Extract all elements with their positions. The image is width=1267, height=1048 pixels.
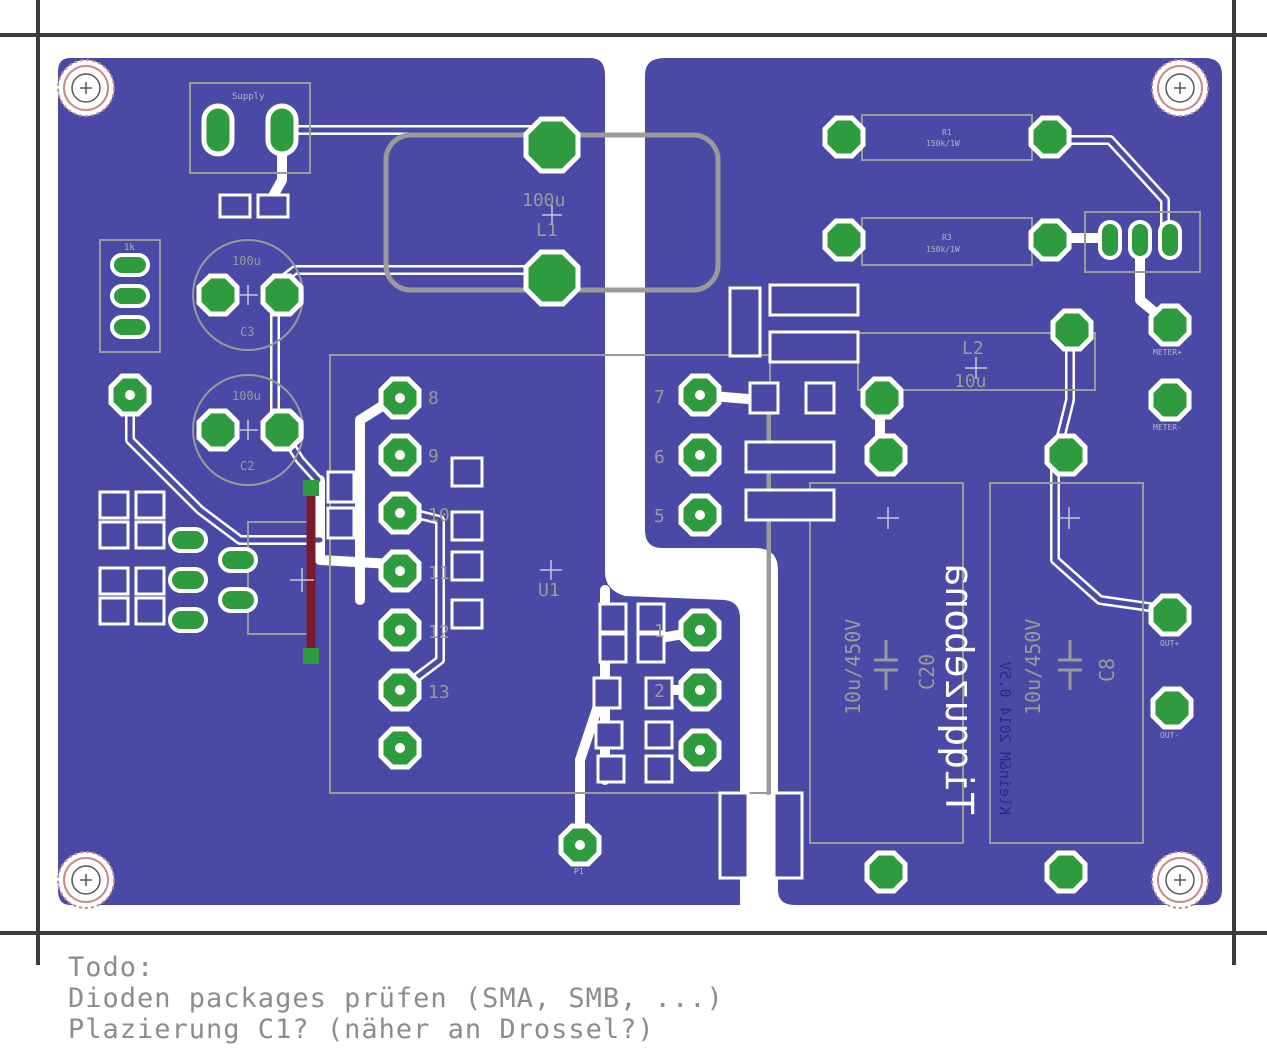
pin-label: 9: [428, 446, 439, 467]
label-out-minus: OUT-: [1160, 731, 1179, 740]
label-c2-name: C2: [240, 459, 254, 473]
pin-label: 5: [654, 506, 665, 527]
pad: [110, 315, 150, 339]
label-l1-name: L1: [536, 220, 558, 241]
label-r-1k: 1k: [124, 243, 135, 253]
pad: [1028, 115, 1072, 159]
pin-label: 10: [428, 505, 450, 526]
pad: [1028, 218, 1072, 262]
todo-line-2: Plazierung C1? (näher an Drossel?): [68, 1014, 655, 1045]
pad: [864, 433, 908, 477]
pad: [260, 408, 304, 452]
brand-small-label: Klein&M 2014 0.5V: [996, 661, 1014, 815]
pad: [110, 253, 150, 277]
pad: [1148, 593, 1192, 637]
label-c8-name: C8: [1095, 658, 1119, 682]
pad: [822, 115, 866, 159]
tht-pads: [110, 103, 1182, 633]
drill-holes: [125, 390, 705, 850]
pad: [1050, 308, 1094, 352]
pad: [864, 850, 908, 894]
label-c3-name: C3: [240, 325, 254, 339]
pad: [260, 273, 304, 317]
label-meter-plus: METER+: [1153, 348, 1182, 357]
label-r3-value: 150k/1W: [926, 245, 960, 254]
pad: [1044, 433, 1088, 477]
pad: [196, 408, 240, 452]
jumper-pad: [303, 648, 319, 664]
pad: [168, 567, 208, 593]
pad: [218, 547, 258, 573]
label-c3-value: 100u: [232, 254, 261, 268]
todo-line-1: Dioden packages prüfen (SMA, SMB, ...): [68, 983, 724, 1014]
pad: [168, 607, 208, 633]
label-c2-value: 100u: [232, 389, 261, 403]
pin-label: 7: [654, 387, 665, 408]
pad: [110, 284, 150, 308]
label-l2-value: 10u: [954, 371, 987, 392]
jumper-pad: [303, 480, 319, 496]
mounting-holes: [57, 59, 1209, 909]
mounting-hole: [57, 851, 115, 909]
mounting-hole: [1151, 851, 1209, 909]
label-p1: P1: [574, 867, 584, 876]
label-c8-value: 10u/450V: [1021, 619, 1045, 715]
copper-pour: [58, 58, 1222, 905]
pad: [523, 116, 581, 174]
pad: [1158, 220, 1182, 260]
mounting-hole: [57, 59, 115, 117]
smd-pads: [98, 193, 860, 880]
label-supply: Supply: [232, 92, 265, 102]
pin-label: 6: [654, 447, 665, 468]
pin-label: 11: [428, 563, 450, 584]
origin-marks: [238, 205, 1080, 592]
pad: [196, 273, 240, 317]
mounting-hole: [1151, 59, 1209, 117]
pin-label: 13: [428, 682, 450, 703]
pad: [1150, 686, 1194, 730]
todo-title: Todo:: [68, 952, 155, 983]
pad: [218, 587, 258, 613]
pad: [265, 103, 299, 157]
label-l1-value: 100u: [522, 190, 565, 211]
label-l2-name: L2: [962, 338, 984, 359]
label-u1: U1: [538, 580, 560, 601]
board-outline: [0, 0, 1267, 965]
pad: [168, 527, 208, 553]
pin-label: 2: [654, 681, 665, 702]
pad: [1148, 378, 1192, 422]
pad: [1128, 220, 1152, 260]
pad: [860, 376, 904, 420]
pad: [1098, 220, 1122, 260]
label-meter-minus: METER-: [1153, 423, 1182, 432]
pin-label: 1: [654, 621, 665, 642]
pad: [822, 218, 866, 262]
label-c20-value: 10u/450V: [841, 619, 865, 715]
label-out-plus: OUT+: [1160, 639, 1179, 648]
pad: [1148, 303, 1192, 347]
label-r3-name: R3: [942, 233, 952, 242]
pad: [1044, 850, 1088, 894]
cap-symbols: [874, 640, 1082, 690]
label-r1-value: 150k/1W: [926, 139, 960, 148]
pad: [523, 249, 581, 307]
label-r1-name: R1: [942, 128, 952, 137]
label-c20-name: C20: [915, 654, 939, 690]
pin-label: 12: [428, 622, 450, 643]
brand-label: Tiqquzebona: [937, 563, 981, 815]
pad: [201, 103, 235, 157]
pin-label: 8: [428, 388, 439, 409]
